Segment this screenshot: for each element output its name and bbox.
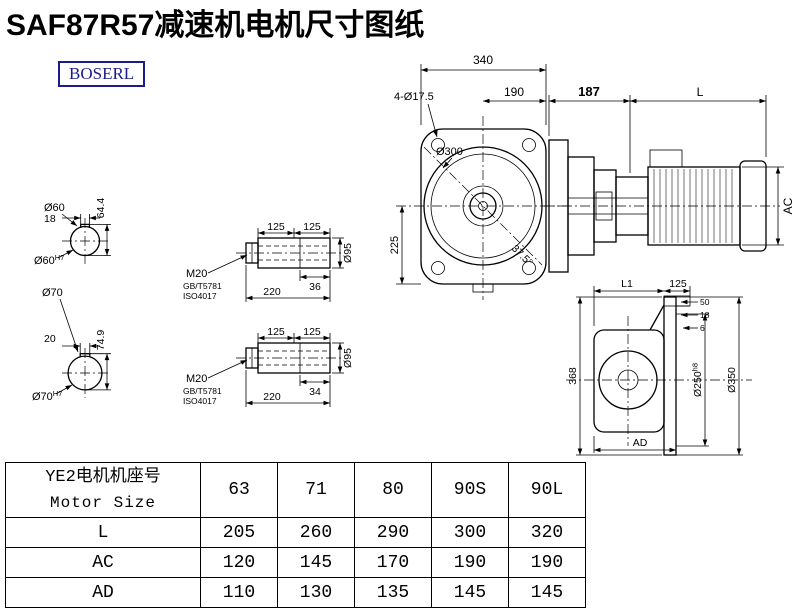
dia95-bottom: Ø95 (342, 348, 354, 368)
flange-circle-300 (430, 153, 536, 259)
rear-view: L1 125 50 18 6 368 Ø250h8 Ø350 AD (566, 278, 752, 456)
dim-6: 6 (700, 323, 705, 333)
cell-AD-0: 110 (200, 577, 278, 608)
cell-AC-0: 120 (200, 547, 278, 578)
dia250-label: Ø250h8 (691, 363, 705, 397)
column-header-80: 80 (354, 462, 432, 518)
thread-label-bottom: M20 (186, 373, 207, 385)
dim-125-right-b: 125 (303, 326, 321, 338)
row-label-AC: AC (5, 547, 201, 578)
dim-125-left-b: 125 (267, 326, 285, 338)
row-label-AD: AD (5, 577, 201, 608)
table-header-motor-size: YE2电机机座号 Motor Size (5, 462, 201, 518)
motor-fins (653, 169, 733, 243)
table-row-AD: AD 110 130 135 145 145 (5, 577, 586, 608)
motor-side-view: 187 L AC (544, 84, 795, 273)
cell-AC-1: 145 (277, 547, 355, 578)
thread-label-top: M20 (186, 268, 207, 280)
hub-circle (462, 185, 504, 227)
keyway-70 (79, 353, 91, 357)
shaft-section-70: Ø70 20 74.9 Ø70H7 (32, 287, 111, 403)
gearbox-body-rear (593, 329, 665, 433)
std-gb-bottom: GB/T5781 (183, 386, 222, 396)
drain-plug (472, 283, 494, 293)
terminal-box (649, 149, 683, 168)
dim-AC: AC (781, 197, 795, 214)
dim-50: 50 (700, 297, 710, 307)
fit60-label: Ø60H7 (34, 253, 64, 267)
bolt-hole (522, 138, 536, 152)
dim-125-right: 125 (303, 221, 321, 233)
input-coupling (595, 191, 613, 221)
dim-340: 340 (473, 53, 493, 67)
dim-220-bottom: 220 (263, 391, 281, 403)
dia350-label: Ø350 (726, 367, 738, 393)
dim-20: 20 (44, 333, 56, 345)
shaft-section-60: Ø60 18 64.4 Ø60H7 (34, 198, 111, 267)
cell-L-4: 320 (508, 517, 586, 548)
fit70-label: Ø70H7 (32, 389, 62, 403)
cell-AC-2: 170 (354, 547, 432, 578)
column-header-90S: 90S (431, 462, 509, 518)
dim-368: 368 (567, 367, 579, 385)
dim-36: 36 (309, 281, 321, 293)
column-header-63: 63 (200, 462, 278, 518)
dim-74-9: 74.9 (95, 330, 107, 351)
fan-cowl (739, 160, 767, 252)
bolt-hole (522, 261, 536, 275)
cell-AC-3: 190 (431, 547, 509, 578)
dim-L1: L1 (621, 278, 633, 290)
std-gb-top: GB/T5781 (183, 281, 222, 291)
boserl-logo: BOSERL (58, 61, 146, 87)
page-title: SAF87R57减速机电机尺寸图纸 (6, 9, 425, 42)
dia95-top: Ø95 (342, 243, 354, 263)
shaft-detail-top: 125 125 M20 GB/T5781 ISO4017 36 220 Ø95 (183, 221, 354, 302)
motor-size-label-en: Motor Size (49, 494, 156, 512)
row-label-L: L (5, 517, 201, 548)
cell-AD-1: 130 (277, 577, 355, 608)
dim-34: 34 (309, 386, 321, 398)
cell-AC-4: 190 (508, 547, 586, 578)
cell-AD-4: 145 (508, 577, 586, 608)
dim-190: 190 (504, 85, 524, 99)
bolt-holes-label: 4-Ø17.5 (394, 91, 434, 103)
table-row-AC: AC 120 145 170 190 190 (5, 547, 586, 578)
std-iso-top: ISO4017 (183, 291, 217, 301)
angle-label: 37.5° (509, 243, 535, 269)
dim-125-left: 125 (267, 221, 285, 233)
dia300-label: Ø300 (436, 146, 463, 158)
bolt-hole (431, 261, 445, 275)
dim-187: 187 (578, 84, 600, 99)
cell-L-3: 300 (431, 517, 509, 548)
table-row-L: L 205 260 290 300 320 (5, 517, 586, 548)
std-iso-bottom: ISO4017 (183, 396, 217, 406)
dim-AD: AD (633, 437, 648, 449)
dim-220-top: 220 (263, 286, 281, 298)
motor-size-table: YE2电机机座号 Motor Size 63 71 80 90S 90L L 2… (5, 462, 586, 608)
flange-circle-outer (423, 146, 543, 266)
dim-L: L (697, 85, 704, 99)
cell-L-0: 205 (200, 517, 278, 548)
cell-AD-2: 135 (354, 577, 432, 608)
column-header-90L: 90L (508, 462, 586, 518)
dia60-label: Ø60 (44, 202, 65, 214)
front-view: 340 190 4-Ø17.5 Ø300 225 37.5° (389, 53, 570, 300)
dia70-label: Ø70 (42, 287, 63, 299)
dim-18: 18 (44, 213, 56, 225)
dim-64-4: 64.4 (95, 198, 107, 219)
dim-125-rear: 125 (669, 278, 687, 290)
cell-L-1: 260 (277, 517, 355, 548)
shaft-bore-circle (469, 192, 497, 220)
table-header-row: YE2电机机座号 Motor Size 63 71 80 90S 90L (5, 462, 586, 518)
bolt-hole (431, 138, 445, 152)
cell-AD-3: 145 (431, 577, 509, 608)
dim-225: 225 (389, 236, 401, 254)
cell-L-2: 290 (354, 517, 432, 548)
column-header-71: 71 (277, 462, 355, 518)
motor-size-label-cn: YE2电机机座号 (45, 468, 161, 487)
flange-edge (663, 296, 677, 456)
technical-drawing: 340 190 4-Ø17.5 Ø300 225 37.5° (32, 53, 795, 456)
shaft-detail-bottom: 125 125 M20 GB/T5781 ISO4017 34 220 Ø95 (183, 326, 354, 407)
keyway-60 (80, 223, 91, 228)
